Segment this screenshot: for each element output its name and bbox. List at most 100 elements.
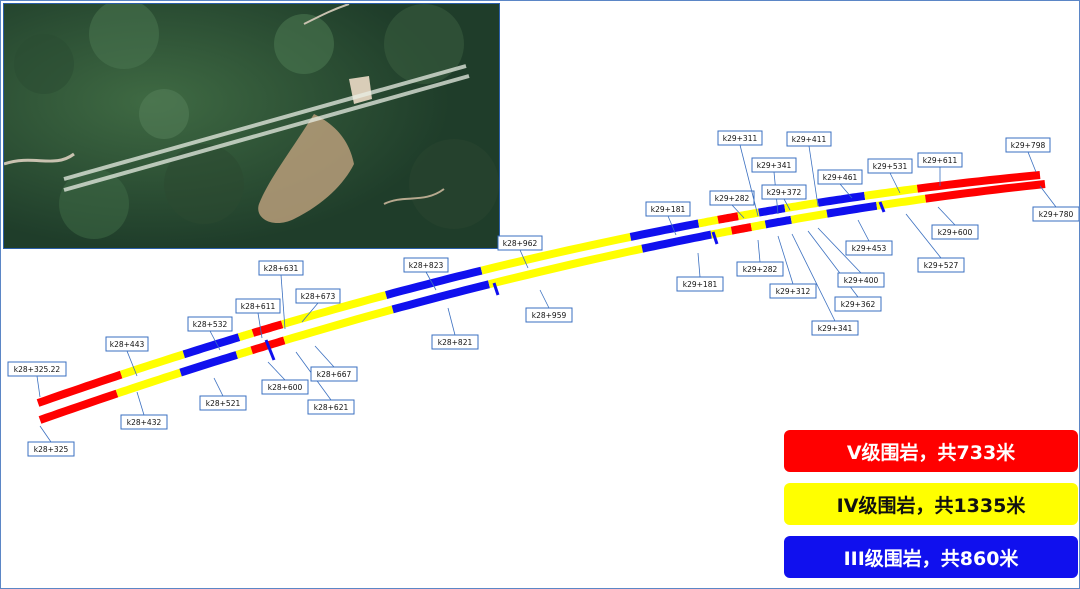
station-label-31: k29+400 — [817, 227, 885, 288]
upper-segment-1-grade-iv — [119, 350, 186, 379]
station-label-box — [7, 361, 67, 377]
station-label-box — [837, 272, 885, 288]
station-label-text: k29+400 — [844, 276, 879, 285]
lower-segment-10-grade-v — [730, 223, 752, 235]
lower-segment-6-grade-iii — [391, 280, 490, 314]
lower-segment-16-grade-v — [924, 180, 1046, 203]
station-label-leader — [1027, 151, 1037, 173]
station-label-box — [736, 261, 784, 277]
lower-segment-7-grade-iv — [488, 244, 644, 289]
station-label-20: k28+521 — [199, 377, 247, 411]
station-label-box — [931, 224, 979, 240]
lower-segment-15-grade-iv — [876, 194, 926, 210]
station-label-box — [235, 298, 281, 314]
station-label-leader — [808, 145, 819, 207]
station-label-5: k28+673 — [295, 288, 341, 323]
station-label-box — [917, 257, 965, 273]
lower-segment-0-grade-v — [38, 389, 119, 424]
station-label-box — [761, 184, 807, 200]
lower-tube — [38, 180, 1046, 424]
station-label-leader — [425, 271, 437, 291]
station-label-6: k28+823 — [403, 257, 449, 291]
station-label-13: k29+411 — [786, 131, 832, 207]
station-label-leader — [36, 375, 41, 398]
station-label-leader — [839, 183, 853, 199]
lower-segment-2-grade-iii — [179, 351, 238, 377]
upper-segment-0-grade-v — [36, 370, 123, 407]
upper-segment-8-grade-iii — [629, 219, 700, 241]
station-label-leader — [257, 312, 263, 339]
station-label-box — [751, 157, 797, 173]
station-label-text: k28+600 — [268, 383, 303, 392]
station-label-leader — [889, 172, 901, 194]
station-label-text: k28+325.22 — [14, 365, 61, 374]
station-label-text: k29+411 — [792, 135, 827, 144]
station-label-leader — [777, 235, 794, 285]
station-label-12: k29+372 — [761, 184, 807, 211]
station-label-box — [1005, 137, 1051, 153]
cross-passage-0 — [264, 339, 276, 361]
cross-passage-1 — [492, 282, 500, 296]
station-label-text: k28+432 — [127, 418, 162, 427]
lower-segment-5-grade-iv — [283, 305, 394, 345]
station-label-text: k29+282 — [715, 194, 750, 203]
station-label-32: k29+453 — [845, 219, 893, 256]
station-label-27: k29+282 — [736, 239, 784, 277]
station-label-text: k28+823 — [409, 261, 444, 270]
legend-grade-v: V级围岩，共733米 — [784, 430, 1078, 472]
lower-segment-11-grade-iv — [750, 220, 767, 231]
station-label-text: k29+372 — [767, 188, 802, 197]
satellite-image — [3, 3, 500, 249]
station-label-leader — [301, 302, 319, 323]
lower-segment-12-grade-iii — [764, 215, 792, 229]
station-label-leader — [783, 198, 791, 211]
station-label-leader — [791, 233, 836, 322]
station-label-leader — [539, 289, 550, 309]
station-label-leader — [447, 307, 456, 336]
station-label-leader — [731, 204, 745, 219]
station-label-leader — [857, 219, 870, 242]
station-label-box — [199, 395, 247, 411]
station-label-text: k29+531 — [873, 162, 908, 171]
station-label-text: k29+527 — [924, 261, 959, 270]
station-label-box — [310, 366, 358, 382]
upper-segment-4-grade-v — [251, 320, 284, 337]
legend-grade-iv-text: IV级围岩，共1335米 — [836, 494, 1026, 517]
station-label-box — [307, 399, 355, 415]
lower-segment-1-grade-iv — [115, 368, 182, 398]
upper-segment-9-grade-iv — [697, 215, 719, 228]
upper-segment-13-grade-iv — [784, 198, 819, 213]
station-label-box — [845, 240, 893, 256]
station-label-text: k28+962 — [503, 239, 538, 248]
station-label-text: k29+311 — [723, 134, 758, 143]
station-label-text: k29+341 — [757, 161, 792, 170]
upper-segment-2-grade-iii — [182, 333, 241, 359]
station-label-leader — [697, 252, 701, 278]
station-label-text: k29+341 — [818, 324, 853, 333]
station-label-9: k29+282 — [709, 190, 755, 219]
station-label-box — [817, 169, 863, 185]
station-label-text: k29+798 — [1011, 141, 1046, 150]
legend-grade-iii: III级围岩，共860米 — [784, 536, 1078, 578]
station-label-box — [709, 190, 755, 206]
station-label-33: k29+527 — [905, 213, 965, 273]
station-label-35: k29+780 — [1032, 185, 1080, 222]
station-label-15: k29+531 — [867, 158, 913, 194]
station-label-18: k28+325 — [27, 425, 75, 457]
station-label-box — [403, 257, 449, 273]
station-label-box — [811, 320, 859, 336]
station-label-text: k28+667 — [317, 370, 352, 379]
station-label-24: k28+821 — [431, 307, 479, 350]
station-label-box — [717, 130, 763, 146]
station-label-8: k29+181 — [645, 201, 691, 236]
station-label-10: k29+311 — [717, 130, 763, 217]
station-label-box — [497, 235, 543, 251]
station-label-leader — [314, 345, 335, 368]
station-label-box — [258, 260, 304, 276]
station-label-14: k29+461 — [817, 169, 863, 199]
station-label-22: k28+621 — [295, 351, 355, 415]
station-label-box — [676, 276, 724, 292]
station-label-text: k28+521 — [206, 399, 241, 408]
station-label-box — [525, 307, 573, 323]
